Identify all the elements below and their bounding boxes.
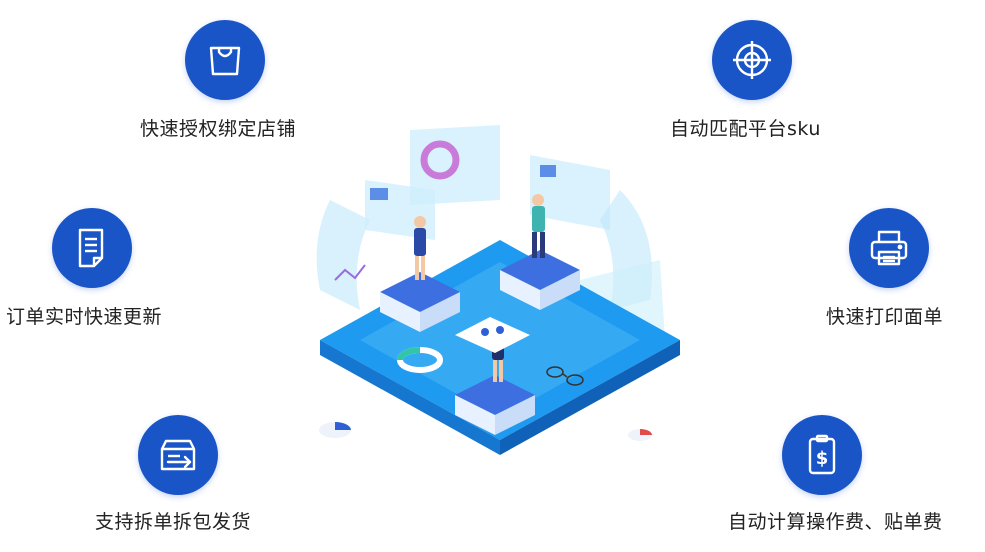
glasses [546,366,584,386]
panel-line-chart [334,264,366,281]
feature-label: 支持拆单拆包发货 [95,511,252,533]
panel-pie-chart [420,140,460,180]
platform-side [320,340,500,455]
panel-chart-mark [540,165,556,177]
document-icon [52,208,132,288]
isometric-platform-illustration [300,110,700,470]
person-figure [532,194,545,258]
feature-label: 自动匹配平台sku [670,118,821,140]
platform-side [500,340,680,455]
mini-pie [628,429,652,441]
printer-icon [849,208,929,288]
pedestal [380,272,460,332]
panel-chart-mark [370,188,388,200]
target-icon [712,20,792,100]
mini-pie [319,422,351,438]
box-arrow-icon [138,415,218,495]
floating-panel [316,200,370,310]
person-figure [414,216,426,280]
pedestal [500,250,580,310]
svg-text:$: $ [816,448,829,469]
feature-label: 快速授权绑定店铺 [140,118,297,140]
pedestal [455,375,535,435]
dollar-receipt-icon: $ [782,415,862,495]
feature-label: 订单实时快速更新 [6,306,163,328]
feature-label: 自动计算操作费、贴单费 [728,511,943,533]
shopping-bag-icon [185,20,265,100]
info-card [455,317,530,353]
feature-label: 快速打印面单 [826,306,944,328]
